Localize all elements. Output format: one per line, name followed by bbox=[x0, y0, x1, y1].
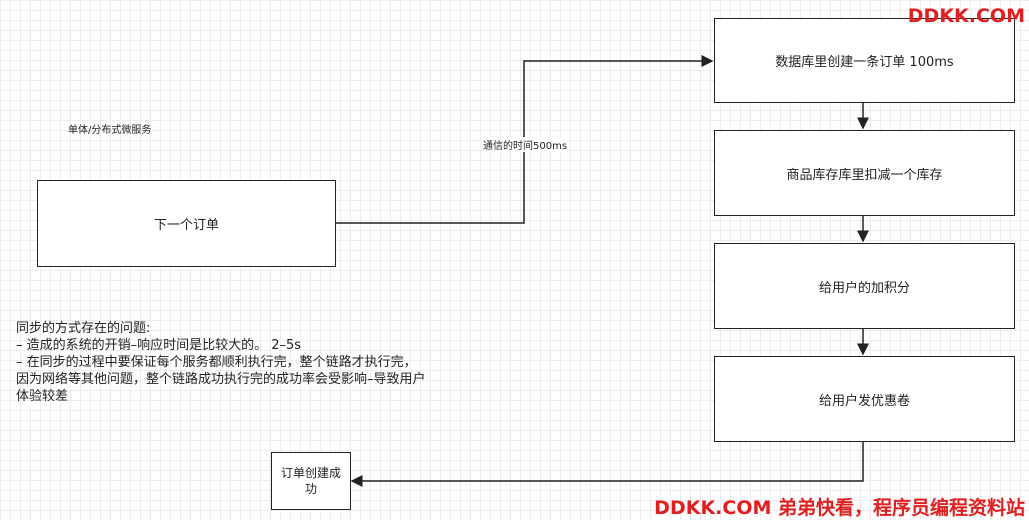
architecture-label: 单体/分布式微服务 bbox=[68, 125, 152, 136]
notes-line: 体验较差 bbox=[16, 389, 69, 404]
connector-step4-to-result bbox=[350, 442, 864, 487]
notes-line: – 在同步的过程中要保证每个服务都顺利执行完，整个链路才执行完， bbox=[16, 355, 417, 370]
step-deduct-stock-node: 商品库存库里扣减一个库存 bbox=[714, 130, 1015, 216]
communication-time-label: 通信的时间500ms bbox=[482, 137, 569, 152]
order-created-text: 订单创建成功 bbox=[280, 466, 341, 496]
sync-problems-notes: 同步的方式存在的问题: – 造成的系统的开销–响应时间是比较大的。 2–5s –… bbox=[16, 320, 426, 405]
place-order-node: 下一个订单 bbox=[37, 180, 336, 267]
step-add-points-text: 给用户的加积分 bbox=[818, 280, 910, 296]
notes-line: 同步的方式存在的问题: bbox=[16, 321, 151, 336]
order-created-node: 订单创建成功 bbox=[271, 452, 351, 510]
notes-line: – 造成的系统的开销–响应时间是比较大的。 2–5s bbox=[16, 338, 302, 353]
watermark-top: DDKK.COM bbox=[907, 5, 1025, 27]
place-order-node-text: 下一个订单 bbox=[153, 218, 219, 233]
step-send-coupon-node: 给用户发优惠卷 bbox=[714, 356, 1015, 442]
step-create-order-text: 数据库里创建一条订单 100ms bbox=[775, 55, 954, 70]
step-add-points-node: 给用户的加积分 bbox=[714, 243, 1015, 329]
notes-line: 因为网络等其他问题，整个链路成功执行完的成功率会受影响–导致用户 bbox=[16, 372, 426, 387]
step-deduct-stock-text: 商品库存库里扣减一个库存 bbox=[786, 167, 943, 183]
watermark-bottom: DDKK.COM 弟弟快看，程序员编程资料站 bbox=[654, 497, 1025, 519]
step-send-coupon-text: 给用户发优惠卷 bbox=[818, 393, 910, 409]
step-create-order-node: 数据库里创建一条订单 100ms bbox=[714, 18, 1015, 103]
